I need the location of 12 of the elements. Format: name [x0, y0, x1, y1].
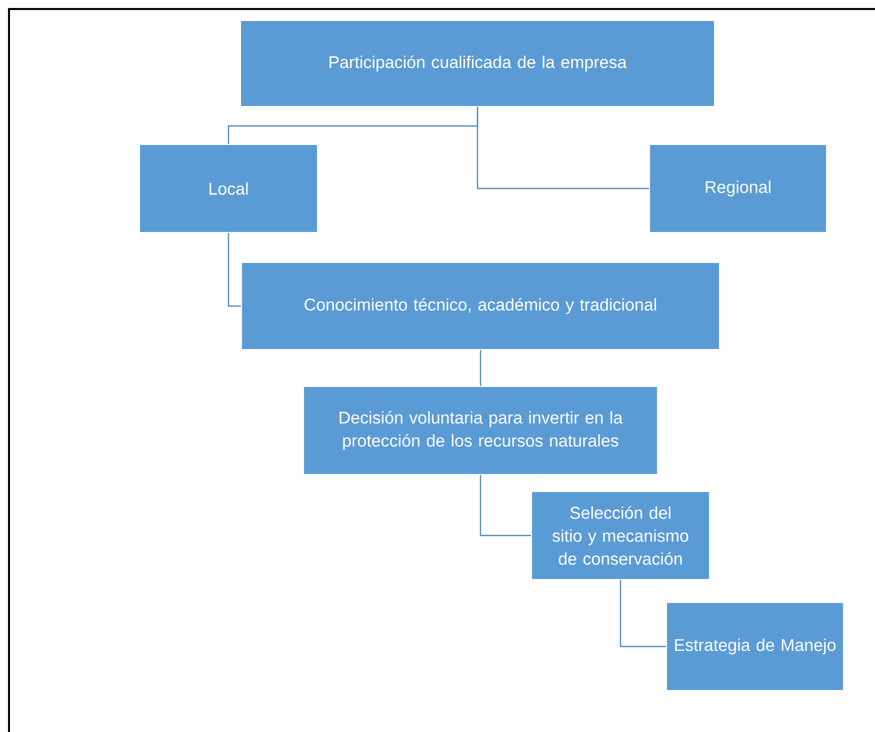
process-box: Conocimiento técnico, académico y tradicional	[241, 262, 720, 350]
process-box: Decisión voluntaria para invertir en la protección de los recursos naturales	[303, 386, 658, 475]
connector-line	[480, 350, 482, 386]
process-box: Estrategia de Manejo	[666, 602, 844, 691]
process-box: Participación cualificada de la empresa	[240, 20, 715, 107]
process-box: Selección del sitio y mecanismo de conservación	[531, 491, 710, 580]
connector-line	[480, 475, 531, 536]
connector-line	[228, 233, 241, 307]
process-box: Local	[139, 144, 318, 233]
connector-line	[476, 107, 649, 190]
process-box: Regional	[649, 144, 827, 233]
connector-line	[620, 580, 666, 648]
